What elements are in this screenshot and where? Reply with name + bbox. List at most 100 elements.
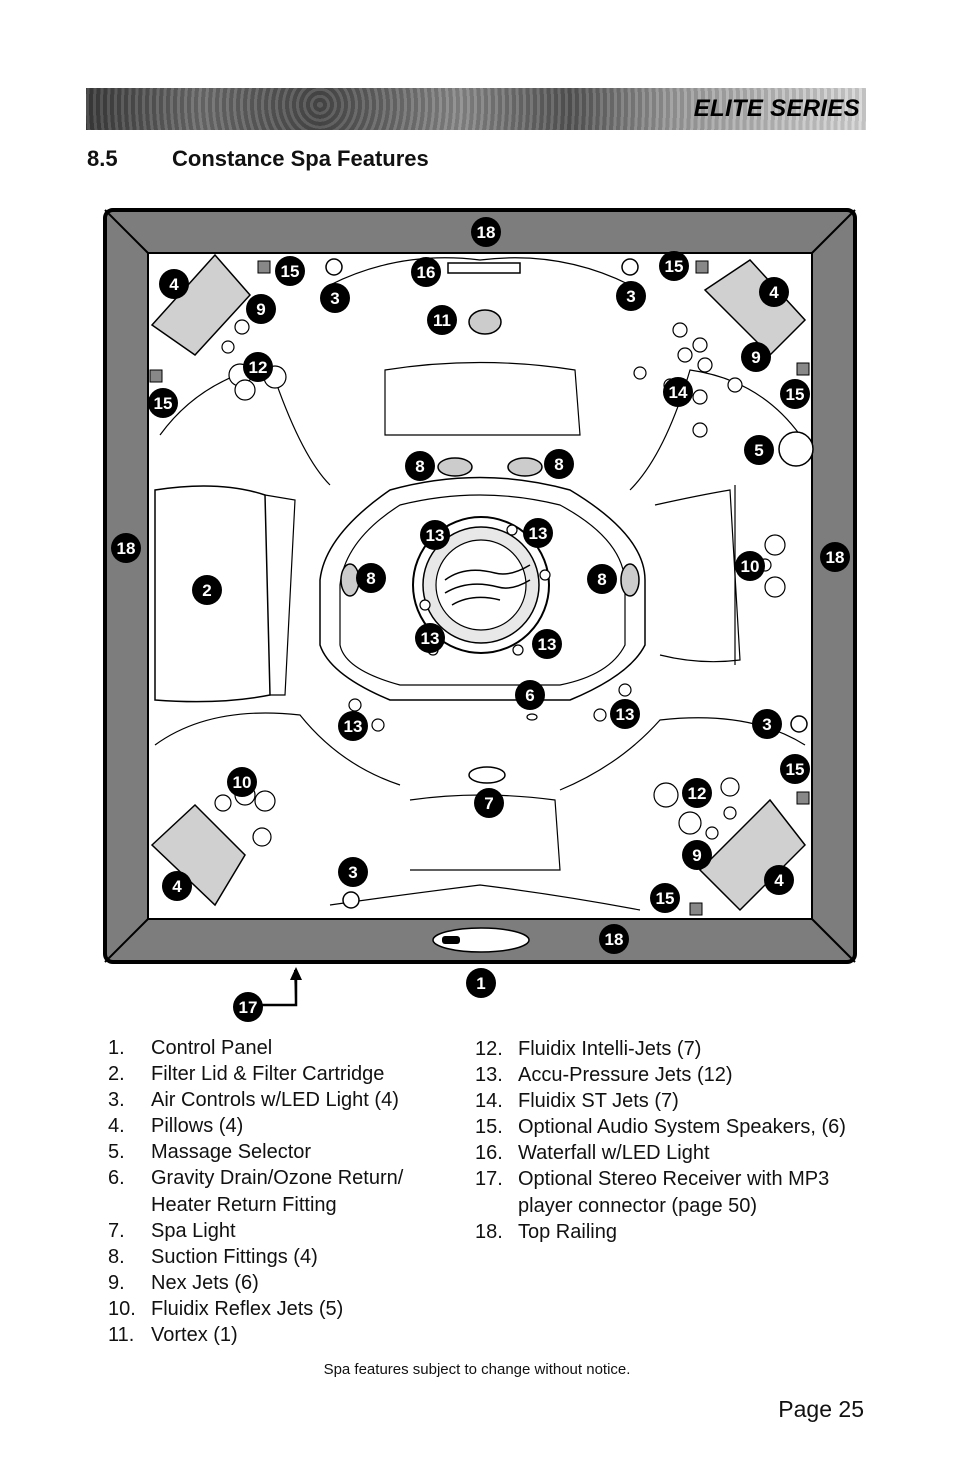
speaker-icon (796, 362, 810, 376)
legend-item: 7.Spa Light (108, 1219, 236, 1242)
footnote: Spa features subject to change without n… (323, 1361, 631, 1378)
speaker-icon (149, 369, 163, 383)
callout-badge: 15 (780, 379, 810, 409)
section-title: Constance Spa Features (172, 146, 429, 171)
svg-text:15: 15 (656, 889, 675, 908)
svg-text:13: 13 (426, 526, 445, 545)
legend-right: 12.Fluidix Intelli-Jets (7) 13.Accu-Pres… (475, 1036, 855, 1245)
svg-text:8: 8 (366, 569, 375, 588)
series-title: ELITE SERIES (693, 95, 860, 122)
callout-badge: 13 (420, 520, 450, 550)
legend-item: 1.Control Panel (108, 1037, 273, 1059)
callout-badge: 13 (338, 711, 368, 741)
legend-item: 12.Fluidix Intelli-Jets (7) (475, 1038, 702, 1060)
pillow-icon (150, 803, 246, 907)
svg-text:4: 4 (172, 877, 182, 896)
callout-badge: 18 (820, 542, 850, 572)
air-control (790, 715, 808, 733)
callout-badge: 15 (780, 754, 810, 784)
legend-item: 15.Optional Audio System Speakers, (6) (475, 1116, 846, 1139)
svg-text:16: 16 (417, 263, 436, 282)
callout-badge: 11 (427, 305, 457, 335)
svg-text:10: 10 (741, 557, 760, 576)
speaker-icon (257, 260, 271, 274)
callout-badge: 18 (111, 533, 141, 563)
svg-text:12: 12 (688, 784, 707, 803)
svg-text:3: 3 (348, 863, 357, 882)
legend-item: 8.Suction Fittings (4) (108, 1245, 318, 1268)
callout-badge: 15 (659, 251, 689, 281)
legend-item: 13.Accu-Pressure Jets (12) (475, 1064, 733, 1087)
callout-badge: 3 (616, 281, 646, 311)
speaker-icon (689, 902, 703, 916)
callout-badge: 12 (682, 778, 712, 808)
callout-badge: 17 (233, 992, 263, 1022)
callout-badge: 14 (663, 377, 693, 407)
svg-text:15: 15 (281, 262, 300, 281)
svg-text:15: 15 (154, 394, 173, 413)
legend-item: 9.Nex Jets (6) (108, 1271, 259, 1294)
section-number: 8.5 (87, 146, 118, 171)
callout-badge: 5 (744, 435, 774, 465)
svg-text:17: 17 (239, 998, 258, 1017)
air-control (325, 258, 343, 276)
spa-diagram: 1 2 3 3 3 3 4 4 4 4 5 6 7 8 8 8 8 9 9 9 … (103, 208, 857, 1022)
callout-badge: 8 (356, 563, 386, 593)
legend-item: 18.Top Railing (475, 1220, 617, 1243)
svg-text:2: 2 (202, 581, 211, 600)
speaker-icon (695, 260, 709, 274)
logo-icon (444, 564, 531, 606)
svg-text:4: 4 (169, 275, 179, 294)
callout-badge: 4 (764, 865, 794, 895)
legend-item: 10.Fluidix Reflex Jets (5) (108, 1297, 344, 1320)
legend-item: 2.Filter Lid & Filter Cartridge (108, 1063, 385, 1086)
pillow-icon (150, 253, 252, 356)
callout-badge: 4 (159, 269, 189, 299)
callout-badge: 15 (275, 256, 305, 286)
svg-text:9: 9 (751, 348, 760, 367)
massage-selector (778, 431, 814, 467)
section-heading: 8.5 Constance Spa Features (87, 146, 429, 172)
svg-text:8: 8 (597, 570, 606, 589)
legend-item: 6.Gravity Drain/Ozone Return/ Heater Ret… (108, 1167, 404, 1216)
callout-badge: 8 (544, 449, 574, 479)
vortex (468, 309, 502, 335)
svg-text:6: 6 (525, 686, 534, 705)
callout-badge: 15 (148, 388, 178, 418)
callout-badge: 15 (650, 883, 680, 913)
svg-text:15: 15 (786, 385, 805, 404)
legend-item: 16.Waterfall w/LED Light (475, 1142, 710, 1165)
pillow-icon (698, 798, 806, 912)
callout-badge: 13 (610, 699, 640, 729)
speaker-icon (796, 791, 810, 805)
svg-text:14: 14 (669, 383, 688, 402)
callout-badge: 3 (752, 709, 782, 739)
control-panel (432, 927, 530, 953)
svg-text:9: 9 (692, 846, 701, 865)
page-number: Page 25 (778, 1396, 864, 1422)
callout-badge: 4 (759, 277, 789, 307)
callout-badge: 6 (515, 680, 545, 710)
svg-text:4: 4 (774, 871, 784, 890)
svg-text:3: 3 (330, 289, 339, 308)
suction-fitting (507, 457, 543, 477)
callout-badge: 13 (415, 623, 445, 653)
callout-badge: 9 (682, 840, 712, 870)
svg-text:4: 4 (769, 283, 779, 302)
callout-badge: 3 (338, 857, 368, 887)
legend-left: 1.Control Panel 2.Filter Lid & Filter Ca… (108, 1035, 448, 1348)
callout-badge: 18 (599, 924, 629, 954)
callout-badge: 4 (162, 871, 192, 901)
callout-badge: 9 (246, 294, 276, 324)
legend-item: 14.Fluidix ST Jets (7) (475, 1090, 679, 1113)
suction-fitting (437, 457, 473, 477)
svg-text:5: 5 (754, 441, 763, 460)
suction-fitting (620, 563, 640, 597)
waterfall (447, 262, 521, 274)
callout-badge: 7 (474, 788, 504, 818)
svg-text:11: 11 (433, 311, 451, 330)
callout-badge: 13 (532, 629, 562, 659)
svg-text:18: 18 (117, 539, 136, 558)
callout-badge: 10 (227, 767, 257, 797)
svg-text:7: 7 (484, 794, 493, 813)
